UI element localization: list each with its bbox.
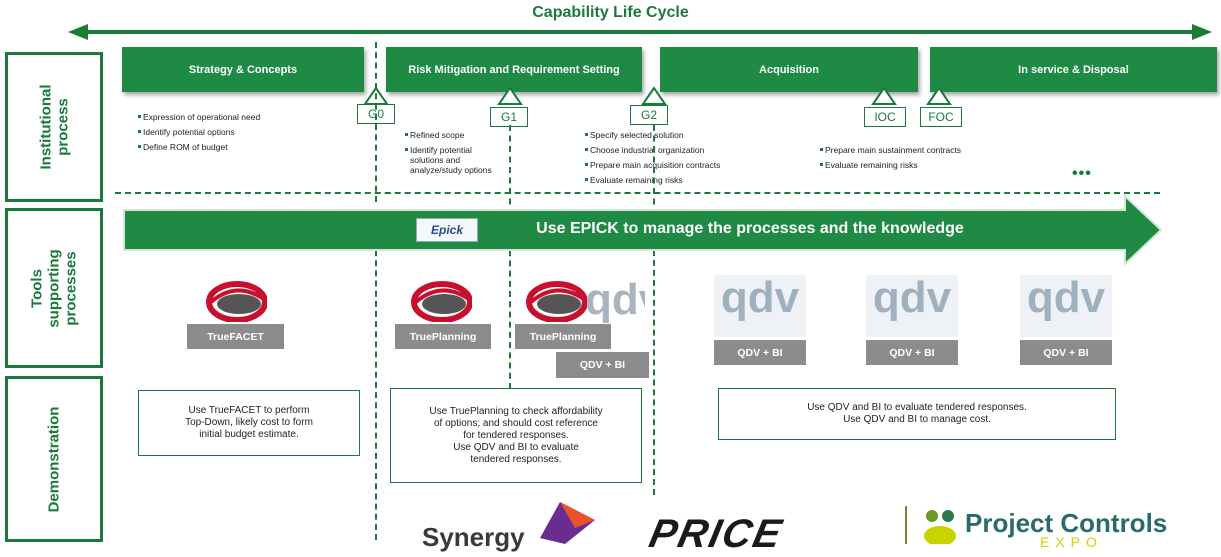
phase-strategy: Strategy & Concepts bbox=[122, 47, 364, 92]
list-item: Prepare main acquisition contracts bbox=[585, 160, 785, 170]
tool-trueplanning: TruePlanning bbox=[515, 324, 611, 349]
ellipsis: ••• bbox=[1072, 165, 1092, 182]
list-item: Prepare main sustainment contracts bbox=[820, 145, 1020, 155]
demo-text: Use TruePlanning to check affordability … bbox=[429, 405, 603, 465]
gate-foc: FOC bbox=[920, 107, 962, 127]
section-institutional: Institutional process bbox=[5, 52, 103, 202]
qdv-logo-icon: qdv bbox=[585, 275, 645, 324]
gate-line-g1-top bbox=[509, 125, 511, 215]
tool-qdv-bi: QDV + BI bbox=[1020, 340, 1112, 365]
page-title: Capability Life Cycle bbox=[532, 4, 689, 21]
ioc-bullets: Prepare main sustainment contracts Evalu… bbox=[820, 145, 1020, 175]
list-item: Specify selected solution bbox=[585, 130, 785, 140]
synergy-logo-text: Synergy bbox=[422, 522, 525, 552]
qdv-logo-text: qdv bbox=[720, 275, 800, 322]
list-item: Define ROM of budget bbox=[138, 142, 338, 152]
price-logo-icon bbox=[411, 281, 472, 322]
epick-logo: Epick bbox=[416, 218, 478, 242]
section-demonstration: Demonstration bbox=[5, 376, 103, 542]
risk-bullets: Refined scope Identify potential solutio… bbox=[405, 130, 505, 180]
list-item: Refined scope bbox=[405, 130, 505, 140]
project-controls-logo-text: Project Controls bbox=[965, 508, 1168, 538]
demo-qdv-bi: Use QDV and BI to evaluate tendered resp… bbox=[718, 388, 1116, 440]
footer-divider bbox=[905, 506, 907, 544]
qdv-logo-text: qdv bbox=[872, 275, 952, 322]
people-icon bbox=[924, 510, 956, 544]
demo-text: Use QDV and BI to evaluate tendered resp… bbox=[807, 402, 1027, 425]
gate-ioc: IOC bbox=[864, 107, 906, 127]
price-wordmark: PRICE bbox=[645, 512, 788, 556]
g2-bullets: Specify selected solution Choose industr… bbox=[585, 130, 785, 190]
demo-truefacet: Use TrueFACET to perform Top-Down, likel… bbox=[138, 390, 360, 456]
section-tools-label: Tools supporting processes bbox=[28, 248, 80, 328]
price-logo-icon bbox=[526, 281, 587, 322]
synergy-logo-icon bbox=[540, 502, 595, 544]
lifecycle-arrow bbox=[68, 24, 1212, 40]
qdv-logo-icon: qdv bbox=[1020, 275, 1112, 337]
price-logo-icon bbox=[206, 281, 267, 322]
phase-risk-mitigation: Risk Mitigation and Requirement Setting bbox=[386, 47, 642, 92]
phase-acquisition: Acquisition bbox=[660, 47, 918, 92]
tool-qdv-bi: QDV + BI bbox=[556, 352, 649, 378]
gate-line-g2 bbox=[653, 240, 655, 495]
demo-trueplanning: Use TruePlanning to check affordability … bbox=[390, 388, 642, 483]
gate-line-g1 bbox=[509, 240, 511, 440]
strategy-bullets: Expression of operational need Identify … bbox=[138, 112, 338, 157]
section-tools: Tools supporting processes bbox=[5, 208, 103, 368]
list-item: Expression of operational need bbox=[138, 112, 338, 122]
list-item: Choose industrial organization bbox=[585, 145, 785, 155]
qdv-logo-icon: qdv bbox=[866, 275, 958, 337]
section-demonstration-label: Demonstration bbox=[45, 406, 63, 512]
tool-trueplanning: TruePlanning bbox=[395, 324, 491, 349]
qdv-logo-icon: qdv bbox=[714, 275, 806, 337]
phase-in-service: In service & Disposal bbox=[930, 47, 1217, 92]
demo-text: Use TrueFACET to perform Top-Down, likel… bbox=[185, 405, 313, 440]
tool-truefacet: TrueFACET bbox=[187, 324, 284, 349]
gate-g1: G1 bbox=[490, 107, 528, 127]
list-item: Evaluate remaining risks bbox=[820, 160, 1020, 170]
epick-banner-text: Use EPICK to manage the processes and th… bbox=[536, 220, 964, 237]
list-item: Identify potential solutions and analyze… bbox=[405, 145, 505, 175]
gate-g2: G2 bbox=[630, 105, 668, 125]
gate-line-g2-top bbox=[653, 125, 655, 215]
gate-markers bbox=[363, 86, 952, 105]
expo-text: EXPO bbox=[1040, 534, 1103, 550]
gate-line-g0-top bbox=[375, 42, 377, 202]
divider-dashed bbox=[115, 192, 1160, 194]
tool-qdv-bi: QDV + BI bbox=[714, 340, 806, 365]
epick-arrow bbox=[123, 194, 1163, 266]
list-item: Evaluate remaining risks bbox=[585, 175, 785, 185]
gate-line-g0 bbox=[375, 240, 377, 540]
qdv-logo-text: qdv bbox=[1026, 275, 1106, 322]
list-item: Identify potential options bbox=[138, 127, 338, 137]
tool-qdv-bi: QDV + BI bbox=[866, 340, 958, 365]
